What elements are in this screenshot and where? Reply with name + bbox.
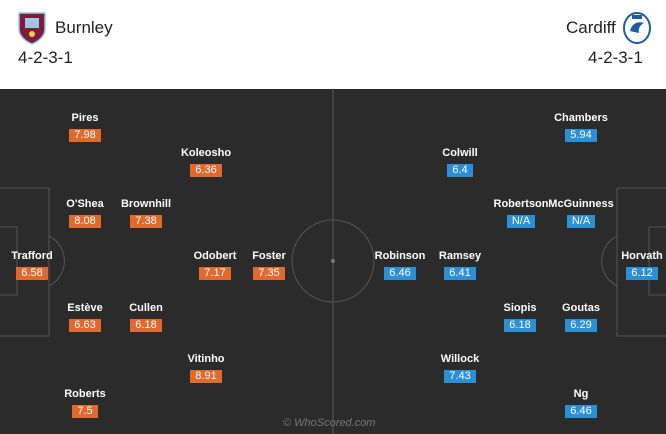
home-player-foster[interactable]: Foster 7.35 [224,249,314,281]
player-rating: 8.08 [69,215,101,228]
home-player-brownhill[interactable]: Brownhill 7.38 [101,197,191,229]
home-player-vitinho[interactable]: Vitinho 8.91 [161,352,251,384]
away-player-siopis[interactable]: Siopis 6.18 [475,301,565,333]
home-team-name: Burnley [55,18,113,37]
player-name: Pires [71,112,99,124]
player-rating: 7.17 [199,267,231,280]
away-team-name: Cardiff [566,18,616,37]
player-name: Koleosho [180,147,232,159]
player-name: O'Shea [66,198,104,210]
player-rating: 6.4 [447,164,473,177]
away-player-ng[interactable]: Ng 6.46 [536,387,626,419]
player-name: McGuinness [548,198,614,210]
player-name: Trafford [11,250,53,262]
home-formation: 4-2-3-1 [18,48,73,67]
player-rating: 7.98 [69,129,101,142]
pitch-lines [0,89,666,434]
player-rating: N/A [506,215,536,228]
player-name: Horvath [621,250,663,262]
home-player-esteve[interactable]: Estève 6.63 [40,301,130,333]
player-name: Cullen [129,302,163,314]
away-player-goutas[interactable]: Goutas 6.29 [536,301,626,333]
away-player-horvath[interactable]: Horvath 6.12 [597,249,666,281]
home-player-trafford[interactable]: Trafford 6.58 [0,249,77,281]
player-name: Colwill [442,147,478,159]
home-player-odobert[interactable]: Odobert 7.17 [170,249,260,281]
player-rating: 7.35 [253,267,285,280]
home-player-oshea[interactable]: O'Shea 8.08 [40,197,130,229]
burnley-crest-icon [18,12,46,45]
away-player-chambers[interactable]: Chambers 5.94 [536,111,626,143]
player-rating: 7.38 [130,215,162,228]
player-name: Willock [440,353,480,365]
home-player-pires[interactable]: Pires 7.98 [40,111,130,143]
away-player-ramsey[interactable]: Ramsey 6.41 [415,249,505,281]
player-rating: N/A [566,215,596,228]
player-name: Ramsey [438,250,482,262]
home-player-cullen[interactable]: Cullen 6.18 [101,301,191,333]
home-player-koleosho[interactable]: Koleosho 6.36 [161,146,251,178]
away-player-colwill[interactable]: Colwill 6.4 [415,146,505,178]
player-rating: 6.12 [626,267,658,280]
player-name: Robinson [374,250,426,262]
player-name: Odobert [193,250,237,262]
player-rating: 6.18 [504,319,536,332]
player-rating: 6.46 [565,405,597,418]
away-player-robinson[interactable]: Robinson 6.46 [355,249,445,281]
player-name: Roberts [64,388,106,400]
player-rating: 6.41 [444,267,476,280]
player-rating: 6.36 [190,164,222,177]
player-rating: 8.91 [190,370,222,383]
player-name: Estève [67,302,103,314]
away-player-robertson[interactable]: Robertson N/A [476,197,566,229]
away-player-willock[interactable]: Willock 7.43 [415,352,505,384]
player-rating: 6.18 [130,319,162,332]
player-name: Brownhill [120,198,172,210]
player-rating: 6.58 [16,267,48,280]
player-name: Robertson [493,198,549,210]
pitch: Pires 7.98 Koleosho 6.36 O'Shea 8.08 Bro… [0,89,666,434]
player-rating: 6.46 [384,267,416,280]
player-name: Goutas [562,302,600,314]
cardiff-crest-icon [623,12,651,44]
home-player-roberts[interactable]: Roberts 7.5 [40,387,130,419]
player-name: Vitinho [187,353,225,365]
player-rating: 5.94 [565,129,597,142]
player-rating: 6.63 [69,319,101,332]
player-name: Chambers [554,112,608,124]
away-formation: 4-2-3-1 [588,48,643,67]
player-rating: 7.43 [444,370,476,383]
match-header: Burnley 4-2-3-1 Cardiff 4-2-3-1 [0,0,666,89]
watermark: © WhoScored.com [283,417,376,429]
player-name: Siopis [503,302,537,314]
player-rating: 6.29 [565,319,597,332]
player-rating: 7.5 [72,405,98,418]
away-player-mcguinness[interactable]: McGuinness N/A [536,197,626,229]
player-name: Foster [252,250,286,262]
player-name: Ng [573,388,589,400]
